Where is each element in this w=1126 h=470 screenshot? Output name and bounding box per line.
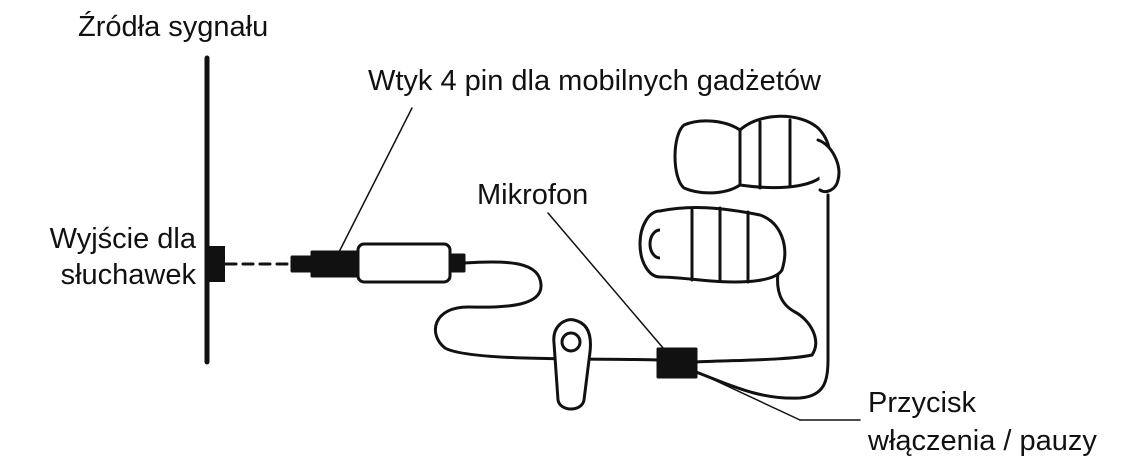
- microphone-button-unit: [656, 347, 698, 379]
- leader-plug: [337, 107, 413, 255]
- cable-lower-loop: [694, 193, 830, 400]
- label-play-pause-line1: Przycisk: [868, 387, 976, 419]
- cable-to-lower-earbud: [776, 270, 818, 357]
- headphone-jack: [205, 246, 225, 282]
- label-play-pause-line2: włączenia / pauzy: [868, 425, 1097, 457]
- upper-earbud: [673, 114, 841, 195]
- plug-barrel: [310, 250, 362, 278]
- label-microphone: Mikrofon: [477, 179, 589, 211]
- main-cable: [434, 260, 662, 362]
- label-headphone-output-line1: Wyjście dla: [49, 223, 196, 255]
- cable-clip-hole: [560, 331, 582, 353]
- leader-play-pause: [679, 363, 801, 421]
- leader-microphone: [547, 212, 676, 363]
- plug-housing: [356, 242, 452, 284]
- label-plug-4pin: Wtyk 4 pin dla mobilnych gadżetów: [368, 65, 821, 97]
- label-headphone-output-line2: słuchawek: [60, 259, 196, 291]
- lower-earbud: [638, 206, 787, 284]
- label-signal-sources: Źródła sygnału: [78, 11, 269, 43]
- cable-remote-to-y-split: [694, 353, 814, 364]
- plug-strain-relief: [448, 253, 466, 273]
